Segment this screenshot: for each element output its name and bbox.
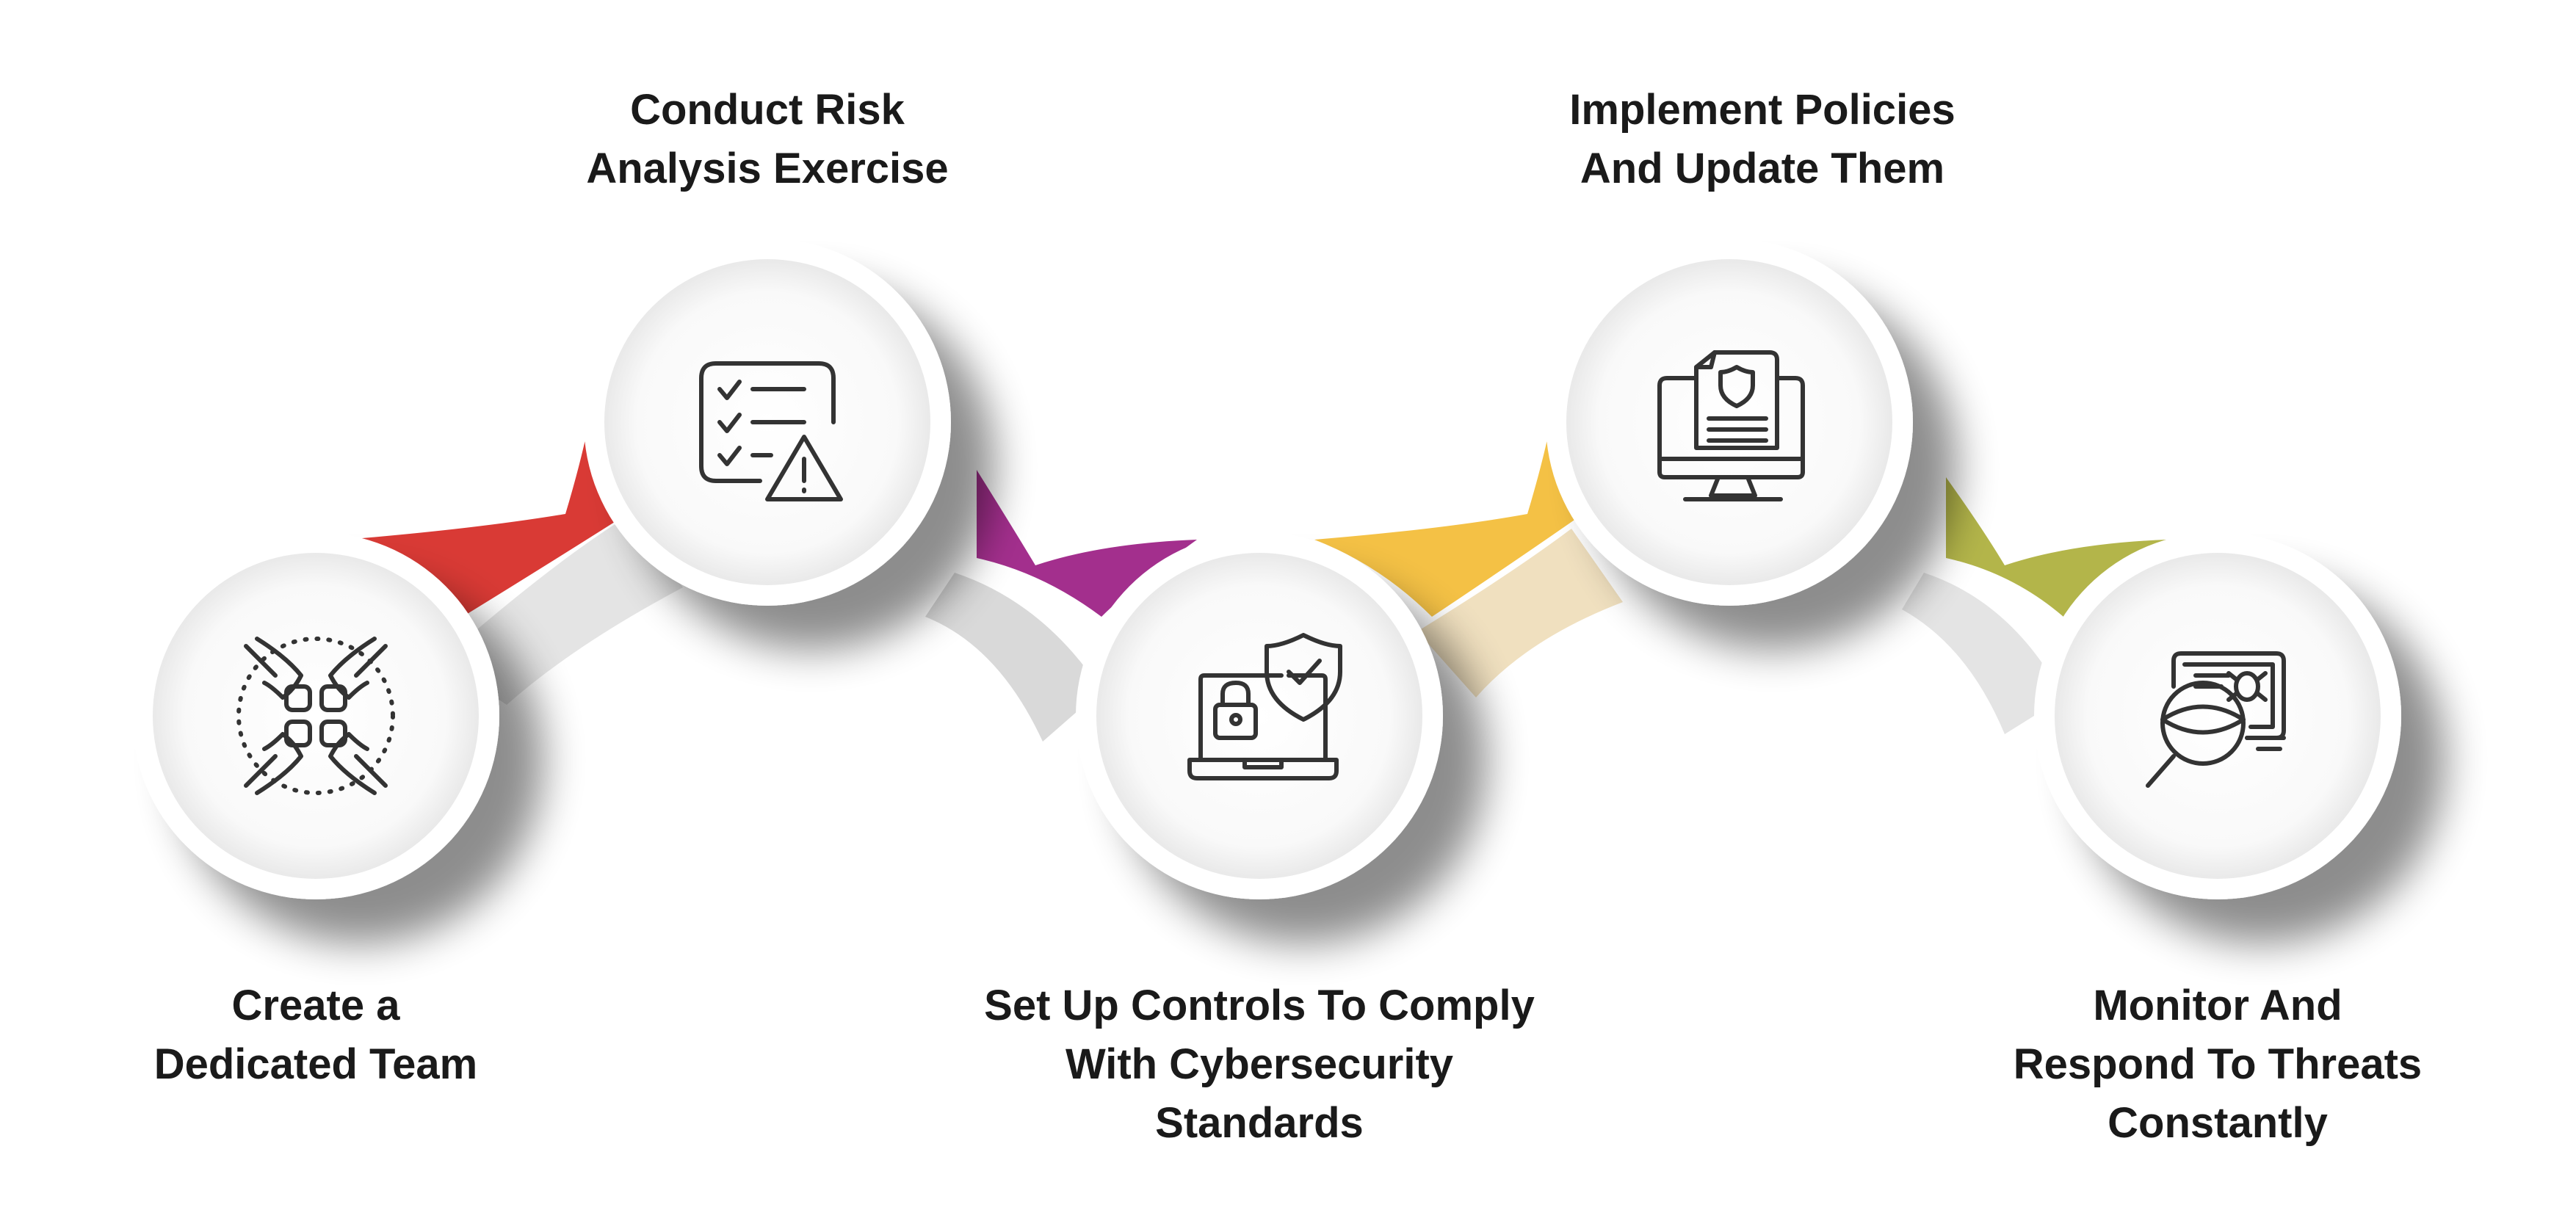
step-label-team-line-1: Create a xyxy=(231,982,400,1029)
circle-controls xyxy=(1076,532,1443,899)
step-label-controls-line-2: With Cybersecurity xyxy=(1065,1040,1454,1088)
step-label-monitor-line-2: Respond To Threats xyxy=(2013,1040,2423,1088)
connectors-back xyxy=(441,514,2063,742)
step-label-team: Create a Dedicated Team xyxy=(0,976,683,1094)
step-label-controls: Set Up Controls To Comply With Cybersecu… xyxy=(892,976,1627,1153)
connector-back-4 xyxy=(1902,573,2063,734)
step-label-monitor-line-3: Constantly xyxy=(2108,1099,2328,1147)
step-label-policies: Implement Policies And Update Them xyxy=(1395,81,2130,198)
step-label-risk-line-1: Conduct Risk xyxy=(630,86,905,134)
connector-olive xyxy=(1946,477,2166,617)
step-label-controls-line-1: Set Up Controls To Comply xyxy=(984,982,1535,1029)
connector-yellow xyxy=(1314,389,1593,617)
connector-back-3 xyxy=(1417,529,1623,697)
connector-red xyxy=(345,389,639,617)
step-label-policies-line-2: And Update Them xyxy=(1580,145,1945,192)
circle-policies xyxy=(1546,239,1913,606)
step-label-team-line-2: Dedicated Team xyxy=(153,1040,478,1088)
circle-monitor xyxy=(2034,532,2401,899)
step-label-policies-line-1: Implement Policies xyxy=(1569,86,1955,134)
magnifier-bug-monitor-icon xyxy=(2146,651,2286,788)
connector-back-2 xyxy=(925,573,1101,742)
step-label-risk: Conduct Risk Analysis Exercise xyxy=(400,81,1135,198)
step-label-monitor-line-1: Monitor And xyxy=(2093,982,2342,1029)
fist-bump-team-icon xyxy=(236,637,395,795)
step-label-risk-line-2: Analysis Exercise xyxy=(586,145,949,192)
connector-back-1 xyxy=(441,514,683,705)
step-label-controls-line-3: Standards xyxy=(1155,1099,1364,1147)
circle-team xyxy=(132,532,499,899)
monitor-policy-document-icon xyxy=(1657,350,1805,501)
checklist-warning-icon xyxy=(699,361,843,501)
laptop-shield-lock-icon xyxy=(1187,633,1342,780)
step-label-monitor: Monitor And Respond To Threats Constantl… xyxy=(1850,976,2576,1153)
